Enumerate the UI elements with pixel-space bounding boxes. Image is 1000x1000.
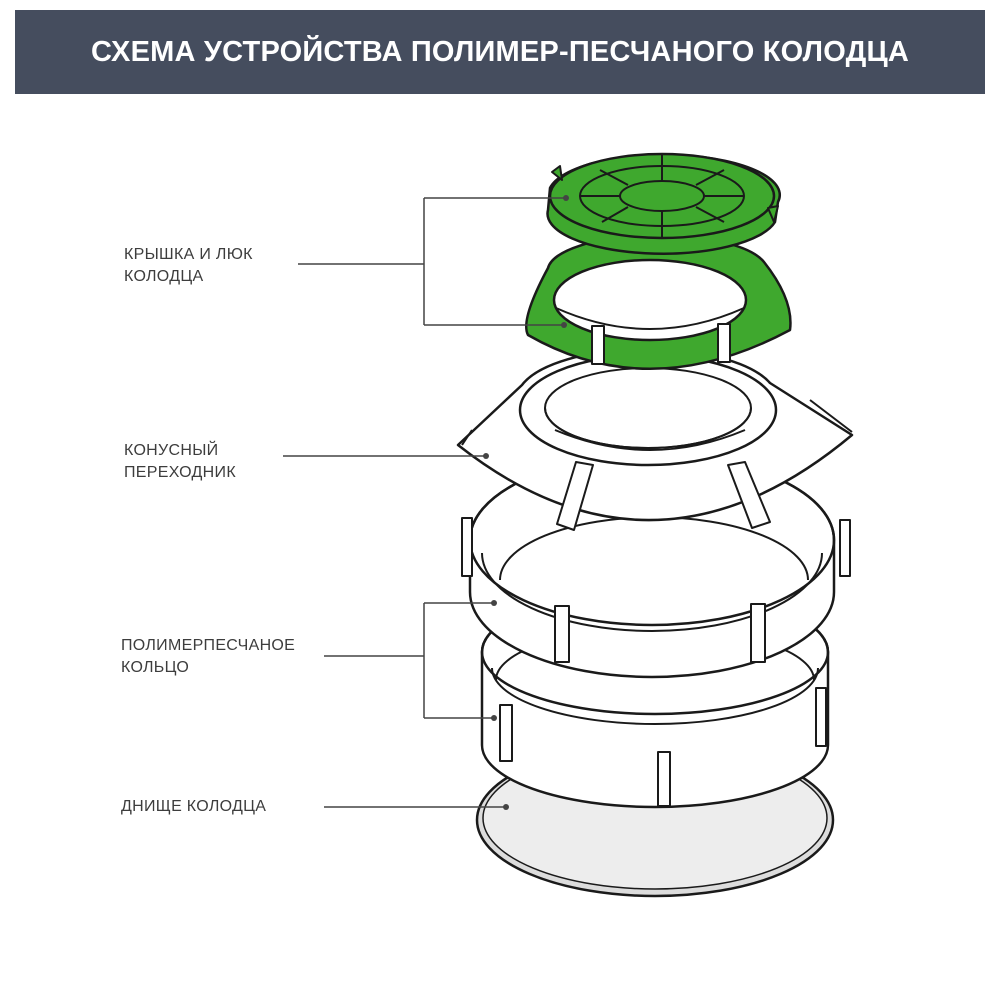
label-hatch-line-1: КРЫШКА И ЛЮК	[124, 246, 253, 263]
hatch-ring-inner-lip	[555, 307, 745, 330]
leader-lines	[283, 195, 569, 810]
upper-ring-rib-right	[750, 603, 766, 663]
leader-hatch-dot-top	[563, 195, 569, 201]
leader-cone-dot	[483, 453, 489, 459]
label-bottom: ДНИЩЕ КОЛОДЦА	[121, 796, 266, 818]
label-hatch-line-2: КОЛОДЦА	[124, 268, 204, 285]
label-hatch: КРЫШКА И ЛЮК КОЛОДЦА	[124, 244, 253, 288]
label-ring: ПОЛИМЕРПЕСЧАНОЕ КОЛЬЦО	[121, 635, 295, 679]
upper-ring-lug-right	[839, 519, 851, 577]
lower-ring-rib-center	[657, 751, 671, 807]
cone-adapter	[456, 347, 854, 531]
hatch-ring-tab-right	[717, 323, 731, 363]
label-cone-line-2: ПЕРЕХОДНИК	[124, 464, 236, 481]
hatch-ring-tab-left	[591, 325, 605, 365]
upper-ring-lug-left	[461, 517, 473, 577]
label-ring-line-1: ПОЛИМЕРПЕСЧАНОЕ	[121, 637, 296, 654]
leader-hatch	[298, 197, 566, 326]
cone-rib-side-right	[809, 399, 853, 433]
leader-bottom-dot	[503, 804, 509, 810]
cone-rib-left	[556, 461, 594, 531]
leader-hatch-dot-bottom	[561, 322, 567, 328]
lower-ring-inner-wall	[491, 667, 819, 725]
hatch-lid-latch-right	[767, 205, 779, 223]
cone-rib-side-left	[461, 429, 473, 446]
hatch-lid-spokes	[580, 154, 744, 238]
leader-ring-dot-bottom	[491, 715, 497, 721]
label-bottom-line-1: ДНИЩЕ КОЛОДЦА	[121, 798, 267, 815]
label-cone-line-1: КОНУСНЫЙ	[124, 442, 219, 459]
lower-ring-rib-right	[815, 687, 827, 747]
label-cone: КОНУСНЫЙ ПЕРЕХОДНИК	[124, 440, 236, 484]
hatch-lid	[546, 152, 781, 255]
cone-inner-arc	[544, 407, 752, 451]
leader-ring-dot-top	[491, 600, 497, 606]
header-banner: СХЕМА УСТРОЙСТВА ПОЛИМЕР-ПЕСЧАНОГО КОЛОД…	[15, 10, 985, 94]
lower-ring-rib-left	[499, 704, 513, 762]
hatch-ring-opening	[552, 258, 748, 342]
label-ring-line-2: КОЛЬЦО	[121, 659, 190, 676]
leader-ring	[324, 602, 494, 719]
hatch-ring	[524, 233, 792, 371]
page-title: СХЕМА УСТРОЙСТВА ПОЛИМЕР-ПЕСЧАНОГО КОЛОД…	[91, 35, 909, 68]
cone-rib-right	[727, 461, 771, 529]
hatch-lid-latch-left	[551, 165, 563, 181]
upper-ring-rib-left	[554, 605, 570, 663]
